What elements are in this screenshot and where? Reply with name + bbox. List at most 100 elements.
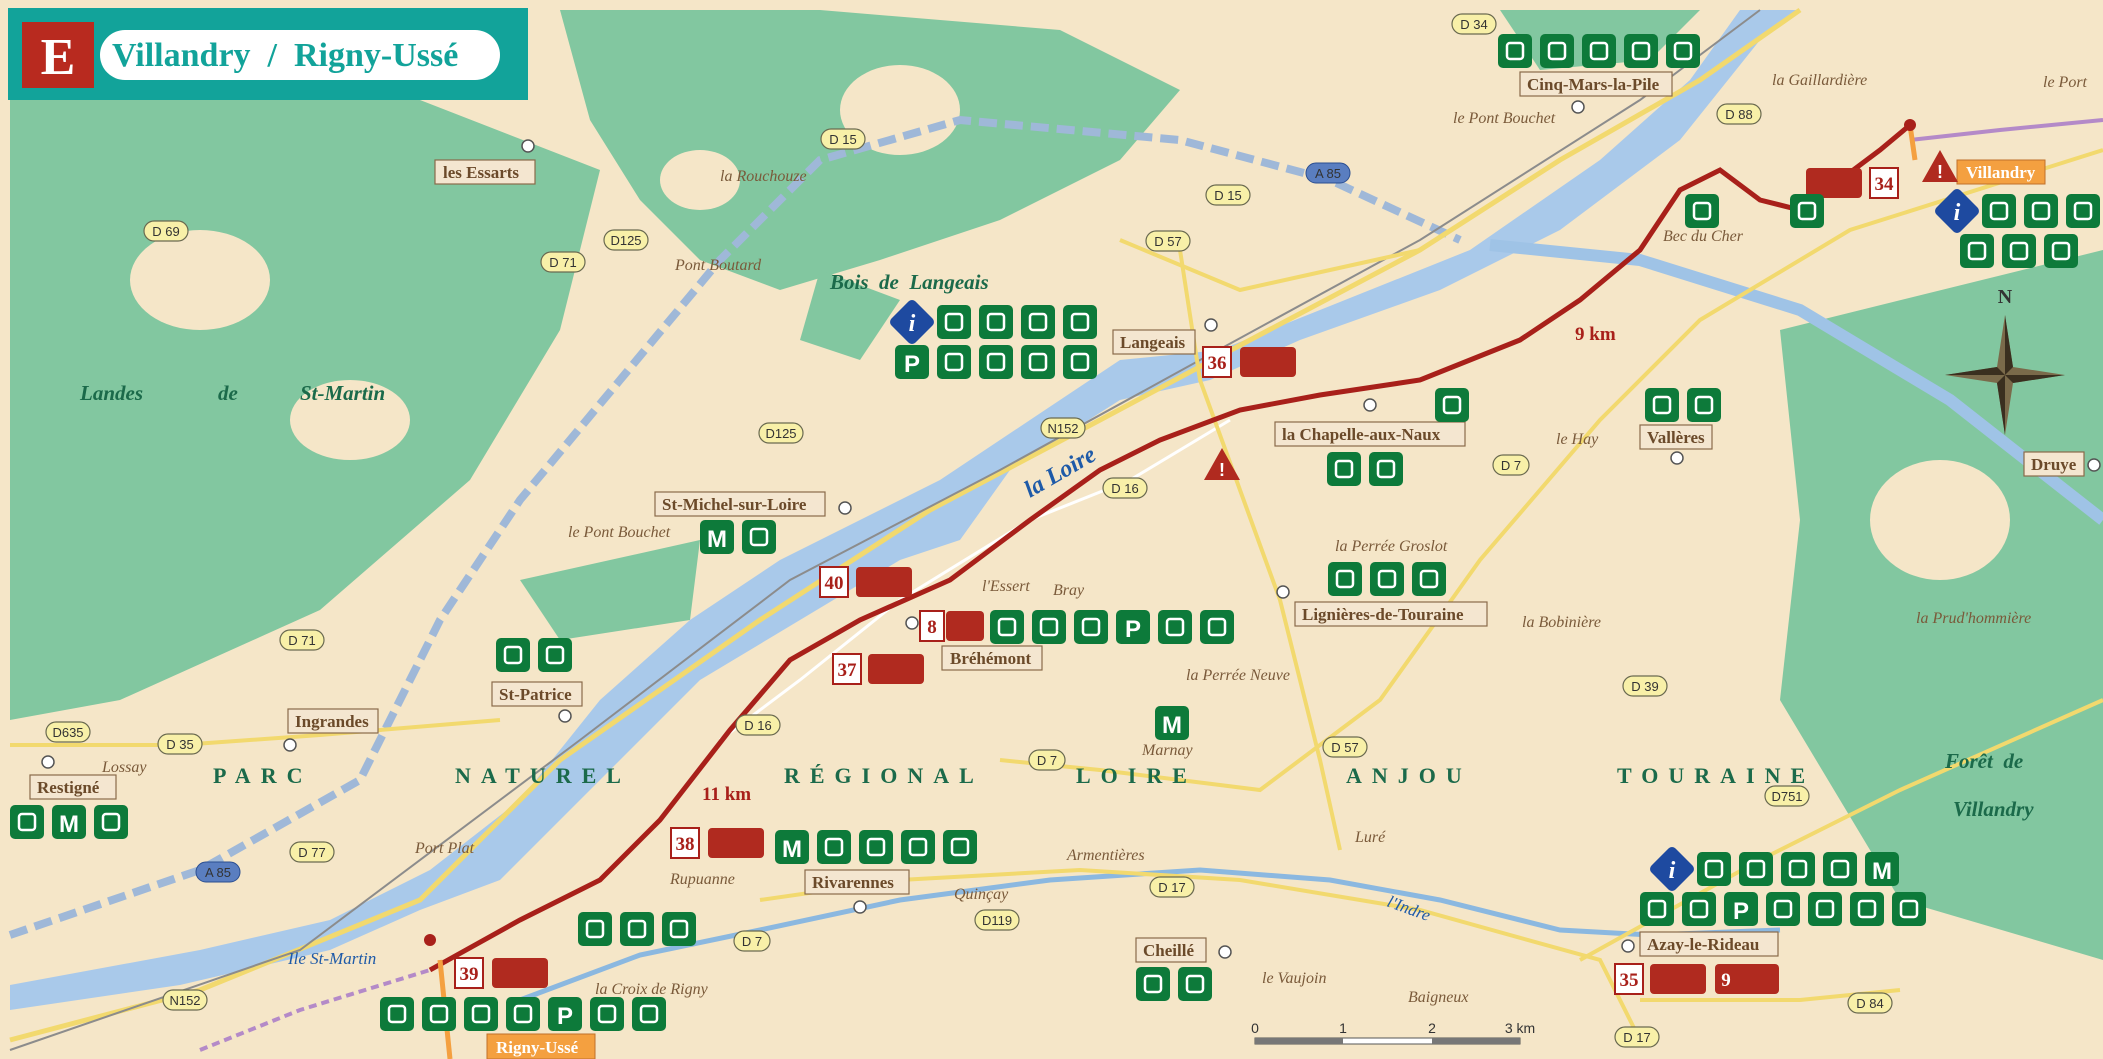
service-icon [937, 305, 971, 339]
service-icon [1687, 388, 1721, 422]
svg-text:D119: D119 [982, 913, 1012, 928]
service-icon [1781, 852, 1815, 886]
town-st-michel: St-Michel-sur-Loire [654, 491, 852, 517]
town-cheille: Cheillé [1135, 937, 1232, 963]
svg-text:D 16: D 16 [1111, 481, 1138, 496]
svg-text:34: 34 [1875, 174, 1895, 195]
svg-text:RÉGIONAL: RÉGIONAL [784, 763, 984, 788]
town-labels: les Essarts Langeais Cinq-Mars-la-Pile V… [29, 71, 2101, 1059]
svg-text:Rivarennes: Rivarennes [812, 873, 894, 892]
svg-text:D 34: D 34 [1460, 17, 1487, 32]
town-azay: Azay-le-Rideau [1621, 931, 1779, 957]
service-icon [1412, 562, 1446, 596]
service-icon [632, 997, 666, 1031]
service-icon [1582, 34, 1616, 68]
cher-river [1489, 239, 2103, 525]
svg-text:M: M [1162, 712, 1182, 739]
service-icon [937, 345, 971, 379]
service-icon [1032, 610, 1066, 644]
svg-text:la Gaillardière: la Gaillardière [1772, 72, 1867, 89]
road-tag-d7: D 7 [1028, 749, 1066, 771]
svg-text:M: M [707, 526, 727, 553]
map-title: Villandry / Rigny-Ussé [112, 37, 458, 74]
svg-text:Langeais: Langeais [1120, 333, 1186, 352]
road-tag-d125: D125 [603, 229, 649, 251]
open-areas [130, 65, 2010, 580]
svg-text:D751: D751 [1771, 789, 1802, 804]
svg-text:!: ! [1219, 460, 1225, 480]
regional-park-label: PARC NATUREL RÉGIONAL LOIRE ANJOU TOURAI… [213, 763, 1805, 788]
svg-text:D 7: D 7 [1037, 753, 1057, 768]
road-tag-d57: D 57 [1145, 230, 1191, 252]
place-labels: la Rouchouze Pont Boutard le Pont Bouche… [101, 72, 2088, 1006]
indre-river [519, 867, 1781, 1003]
svg-text:la Bobinière: la Bobinière [1522, 614, 1601, 631]
service-icon [1790, 194, 1824, 228]
road-tag-d119: D119 [974, 909, 1020, 931]
warning-icon: ! ! [1204, 150, 1958, 480]
svg-text:Restigné: Restigné [37, 778, 100, 797]
service-icon: P [895, 345, 929, 379]
scale-bar: 0 1 2 3 km [1251, 1020, 1535, 1045]
service-icon [1823, 852, 1857, 886]
service-icon [1021, 345, 1055, 379]
road-tag-d15: D 15 [1205, 184, 1251, 206]
service-icon [1624, 34, 1658, 68]
label-st-martin: St-Martin [300, 381, 385, 405]
service-icon [1498, 34, 1532, 68]
town-langeais: Langeais [1112, 318, 1218, 355]
svg-text:Lossay: Lossay [101, 759, 147, 776]
svg-text:le Hay: le Hay [1556, 431, 1599, 448]
svg-text:St-Michel-sur-Loire: St-Michel-sur-Loire [662, 495, 807, 514]
service-icon [578, 912, 612, 946]
svg-text:A 85: A 85 [205, 865, 231, 880]
service-icon [94, 805, 128, 839]
svg-text:le Pont Bouchet: le Pont Bouchet [568, 524, 671, 541]
town-rivarennes: Rivarennes [804, 869, 910, 914]
service-icon [662, 912, 696, 946]
service-icons: iPiPMPMMMPiMP [10, 34, 2100, 1031]
service-icon [1685, 194, 1719, 228]
a85-highway [8, 115, 1462, 939]
stage-39: 39 [454, 957, 548, 989]
svg-text:Villandry: Villandry [1966, 163, 2036, 182]
svg-text:N152: N152 [1047, 421, 1078, 436]
road-tag-d17: D 17 [1149, 876, 1195, 898]
road-tag-d17: D 17 [1614, 1026, 1660, 1048]
svg-text:D 88: D 88 [1725, 107, 1752, 122]
svg-text:D635: D635 [52, 725, 83, 740]
road-tag-d71: D 71 [540, 251, 586, 273]
stage-40: 40 [819, 566, 912, 598]
road-tag-d69: D 69 [143, 220, 189, 242]
road-tag-n152: N152 [162, 989, 208, 1011]
service-icon: M [52, 805, 86, 839]
svg-text:i: i [909, 311, 916, 337]
svg-text:Quinçay: Quinçay [954, 886, 1009, 903]
service-icon [1369, 452, 1403, 486]
svg-text:39: 39 [460, 964, 479, 985]
svg-text:Armentières: Armentières [1066, 847, 1145, 864]
service-icon [2066, 194, 2100, 228]
road-tag-d7: D 7 [733, 930, 771, 952]
town-st-patrice: St-Patrice [491, 681, 583, 723]
svg-text:le Port: le Port [2043, 74, 2088, 91]
svg-text:la Perrée Neuve: la Perrée Neuve [1186, 667, 1290, 684]
town-villandry: Villandry [1904, 119, 2046, 185]
railway [9, 9, 1761, 1051]
service-icon [464, 997, 498, 1031]
svg-text:D 15: D 15 [1214, 188, 1241, 203]
service-icon [1136, 967, 1170, 1001]
town-cinq-mars: Cinq-Mars-la-Pile [1519, 71, 1673, 114]
service-icon [1063, 305, 1097, 339]
town-les-essarts: les Essarts [434, 139, 536, 185]
forest-labels: Bois de Langeais Landes de St-Martin For… [79, 270, 2034, 821]
svg-text:Druye: Druye [2031, 455, 2077, 474]
town-brehemont: Bréhémont [905, 616, 1043, 671]
road-tag-d35: D 35 [157, 733, 203, 755]
loire-a-velo-route [428, 123, 1912, 973]
km-label-11: 11 km [702, 784, 751, 805]
service-icon [859, 830, 893, 864]
compass-north-label: N [1998, 286, 2013, 308]
service-icon [742, 520, 776, 554]
